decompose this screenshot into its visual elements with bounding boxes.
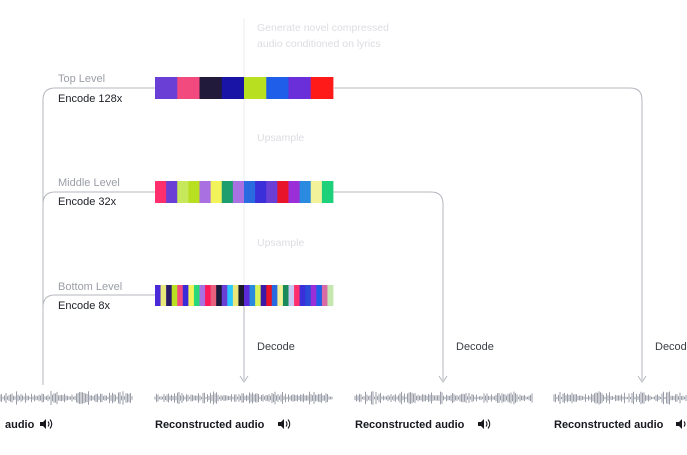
code-cell [238, 285, 245, 306]
code-cell [305, 285, 312, 306]
code-cell [221, 285, 228, 306]
top-decode-label: Decode [655, 341, 687, 353]
top-reconstructed-waveform [553, 391, 687, 405]
code-cell [221, 77, 245, 99]
bottom-level-label: Bottom Level [58, 281, 122, 293]
code-cell [299, 285, 306, 306]
code-cell [171, 285, 178, 306]
code-cell [310, 181, 323, 203]
code-cell [188, 285, 195, 306]
code-cell [232, 285, 239, 306]
code-cell [244, 181, 256, 203]
top-level-label: Top Level [58, 73, 105, 85]
code-cell [199, 77, 223, 99]
code-cell [310, 285, 317, 306]
code-cell [177, 77, 200, 99]
bottom-encode-label: Encode 8x [58, 300, 110, 312]
code-cell [244, 77, 267, 99]
speaker-icon[interactable] [478, 419, 491, 429]
code-cell [266, 77, 289, 99]
code-cell [260, 285, 267, 306]
code-cell [255, 285, 262, 306]
code-cell [316, 285, 323, 306]
middle-decode-line [333, 191, 444, 380]
code-cell [299, 181, 312, 203]
code-cell [288, 285, 295, 306]
code-cell [205, 285, 212, 306]
middle-decode-arrowhead [438, 375, 448, 383]
top-level-codes [155, 77, 334, 99]
middle-reconstructed-waveform [354, 391, 533, 405]
code-cell [321, 181, 334, 203]
reconstructed-audio-label-bottom: Reconstructed audio [155, 419, 265, 431]
code-cell [255, 181, 267, 203]
speaker-icon[interactable] [40, 419, 53, 429]
code-cell [193, 285, 200, 306]
bottom-encode-line [42, 294, 155, 385]
top-decode-arrowhead [637, 375, 647, 383]
code-cell [177, 285, 184, 306]
code-cell [321, 285, 328, 306]
code-cell [310, 77, 334, 99]
input-audio-label: audio [5, 419, 35, 431]
code-cell [160, 285, 167, 306]
upsample-label-2: Upsample [257, 237, 304, 249]
code-cell [249, 285, 256, 306]
code-cell [282, 285, 289, 306]
code-cell [210, 285, 217, 306]
bottom-decode-label: Decode [257, 341, 295, 353]
top-encode-line [42, 87, 155, 385]
code-cell [227, 285, 234, 306]
code-cell [271, 285, 278, 306]
input-audio-waveform [0, 391, 133, 405]
code-cell [232, 181, 245, 203]
code-cell [294, 285, 301, 306]
middle-encode-label: Encode 32x [58, 196, 117, 208]
code-cell [266, 181, 278, 203]
code-cell [155, 285, 161, 306]
code-cell [288, 77, 312, 99]
code-cell [177, 181, 189, 203]
top-encode-label: Encode 128x [58, 93, 123, 105]
reconstructed-audio-label-top: Reconstructed audio [554, 419, 664, 431]
code-cell [277, 181, 289, 203]
middle-level-label: Middle Level [58, 177, 120, 189]
speaker-icon[interactable] [676, 419, 686, 429]
code-cell [155, 77, 178, 99]
middle-encode-line [42, 191, 155, 385]
code-cell [210, 181, 223, 203]
middle-decode-label: Decode [456, 341, 494, 353]
code-cell [182, 285, 189, 306]
code-cell [221, 181, 234, 203]
bottom-level-codes [155, 285, 334, 306]
code-cell [277, 285, 284, 306]
code-cell [166, 285, 173, 306]
code-cell [216, 285, 223, 306]
code-cell [166, 181, 178, 203]
code-cell [199, 181, 212, 203]
bottom-decode-arrowhead [239, 375, 249, 383]
code-cell [188, 181, 200, 203]
generate-note-line-2: audio conditioned on lyrics [257, 38, 381, 50]
reconstructed-audio-label-middle: Reconstructed audio [355, 419, 465, 431]
code-cell [266, 285, 273, 306]
code-cell [199, 285, 206, 306]
code-cell [244, 285, 250, 306]
middle-level-codes [155, 181, 334, 203]
speaker-icon[interactable] [278, 419, 291, 429]
code-cell [327, 285, 334, 306]
code-cell [288, 181, 301, 203]
upsample-label-1: Upsample [257, 132, 304, 144]
top-decode-line [333, 87, 643, 380]
generate-note-line-1: Generate novel compressed [257, 22, 389, 34]
bottom-reconstructed-waveform [154, 391, 333, 405]
code-cell [155, 181, 167, 203]
